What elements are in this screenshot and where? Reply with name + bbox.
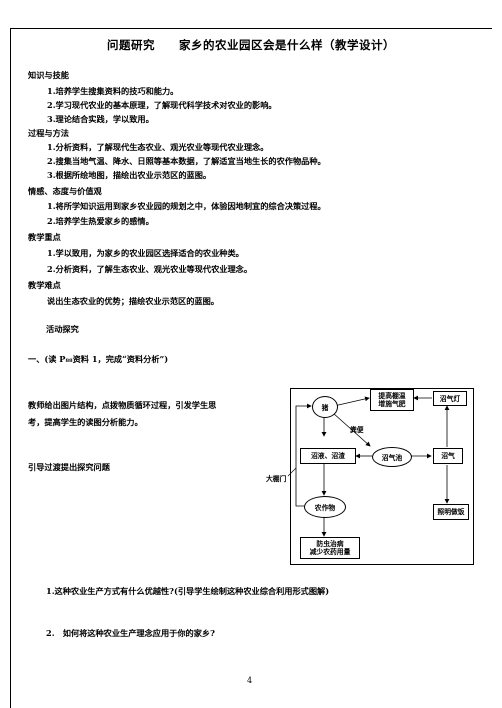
knowledge-heading: 知识与技能 bbox=[28, 70, 69, 80]
knowledge-item-1: 1.培养学生搜集资料的技巧和能力。 bbox=[47, 86, 179, 96]
fertilizer-node: 提高棚温 增施气肥 bbox=[370, 389, 414, 411]
teacher-para-line-2: 考，提高学生的读图分析能力。 bbox=[28, 417, 143, 427]
diagram-frame bbox=[290, 388, 474, 565]
knowledge-item-2: 2.学习现代农业的基本原理，了解现代科学技术对农业的影响。 bbox=[47, 100, 277, 110]
question-2: 2. 如何将这种农业生产理念应用于你的家乡? bbox=[46, 628, 215, 638]
process-item-3: 3.根据所绘地图，描绘出农业示范区的蓝图。 bbox=[47, 170, 212, 180]
pest-control-node: 防虫治病 减少农药用量 bbox=[300, 537, 360, 559]
attitude-item-2: 2.培养学生热爱家乡的感情。 bbox=[47, 216, 154, 226]
activity-label: 活动探究 bbox=[46, 324, 79, 334]
pig-node: 猪 bbox=[312, 396, 338, 418]
step-one: 一、(读 P₈₈资料 1，完成“资料分析”) bbox=[28, 354, 169, 364]
biogas-pit-node: 沼气池 bbox=[372, 447, 412, 467]
attitude-item-1: 1.将所学知识运用到家乡农业园的规划之中，体验因地制宜的综合决策过程。 bbox=[47, 201, 326, 211]
greenhouse-door-label: 大棚门 bbox=[266, 475, 287, 483]
key-heading: 教学重点 bbox=[28, 232, 61, 242]
lighting-cooking-node: 照明做饭 bbox=[433, 504, 469, 520]
page-title: 问题研究 家乡的农业园区会是什么样（教学设计） bbox=[107, 38, 395, 52]
difficulty-text: 说出生态农业的优势；描绘农业示范区的蓝图。 bbox=[47, 296, 219, 306]
left-rule bbox=[10, 28, 11, 708]
key-item-2: 2.分析资料，了解生态农业、观光农业等现代农业理念。 bbox=[47, 264, 253, 274]
key-item-1: 1.学以致用，为家乡的农业园区选择适合的农业种类。 bbox=[47, 248, 244, 258]
attitude-heading: 情感、态度与价值观 bbox=[28, 186, 102, 196]
teacher-para-line-1: 教师给出图片结构，点拨物质循环过程，引发学生思 bbox=[28, 400, 217, 410]
slurry-node: 沼液、沼渣 bbox=[300, 448, 356, 464]
process-item-2: 2.搜集当地气温、降水、日照等基本数据，了解适宜当地生长的农作物品种。 bbox=[47, 156, 326, 166]
process-heading: 过程与方法 bbox=[28, 128, 69, 138]
diagram-arrows bbox=[287, 395, 450, 537]
question-1: 1.这种农业生产方式有什么优越性?(引导学生绘制这种农业综合利用形式图解) bbox=[46, 586, 330, 596]
guide-text: 引导过渡提出探究问题 bbox=[28, 462, 110, 472]
top-rule bbox=[10, 28, 492, 29]
knowledge-item-3: 3.理论结合实践，学以致用。 bbox=[47, 114, 154, 124]
manure-label: 粪便 bbox=[350, 426, 364, 434]
biogas-node: 沼气 bbox=[433, 448, 463, 464]
eco-agriculture-diagram: 猪 提高棚温 增施气肥 沼气灯 粪便 沼液、沼渣 沼气池 沼气 大棚门 农作物 … bbox=[266, 386, 474, 569]
page-number: 4 bbox=[247, 676, 253, 685]
difficulty-heading: 教学难点 bbox=[28, 280, 61, 290]
process-item-1: 1.分析资料，了解现代生态农业、观光农业等现代农业理念。 bbox=[47, 142, 269, 152]
crops-node: 农作物 bbox=[304, 496, 346, 518]
biogas-lamp-node: 沼气灯 bbox=[433, 391, 467, 406]
